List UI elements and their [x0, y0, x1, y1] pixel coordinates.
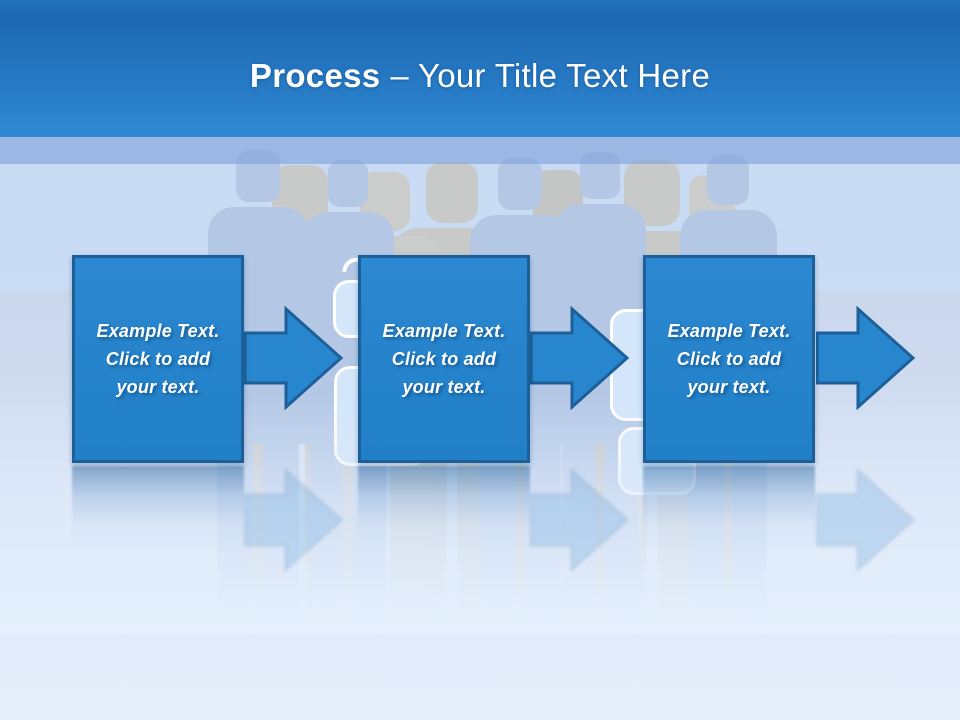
title-emphasis: Process — [249, 56, 381, 94]
step-3-line-3: your text. — [687, 377, 771, 397]
step-1-line-1: Example Text. — [96, 321, 220, 341]
step-2-text: Example Text. Click to add your text. — [383, 317, 506, 401]
page-title: Process– Your Title Text Here — [250, 57, 710, 95]
process-arrow-icon — [244, 306, 344, 410]
slide-header: Process– Your Title Text Here — [0, 0, 960, 137]
step-1-text: Example Text. Click to add your text. — [97, 317, 220, 401]
box-reflection — [643, 466, 815, 552]
box-reflection — [358, 466, 530, 552]
title-rest: – Your Title Text Here — [390, 56, 711, 94]
process-step-2[interactable]: Example Text. Click to add your text. — [358, 255, 530, 463]
step-3-line-2: Click to add — [676, 349, 782, 369]
step-2-line-1: Example Text. — [382, 321, 506, 341]
process-arrow-icon — [816, 306, 916, 410]
process-arrow-icon — [530, 306, 630, 410]
step-2-line-2: Click to add — [391, 349, 497, 369]
step-3-text: Example Text. Click to add your text. — [668, 317, 791, 401]
step-3-line-1: Example Text. — [667, 321, 791, 341]
translucent-blue-band — [0, 137, 960, 164]
arrow-reflection — [243, 467, 344, 573]
process-step-1[interactable]: Example Text. Click to add your text. — [72, 255, 244, 463]
arrow-reflection — [815, 467, 916, 573]
step-1-line-3: your text. — [116, 377, 200, 397]
arrow-reflection — [529, 467, 630, 573]
step-1-line-2: Click to add — [105, 349, 211, 369]
process-step-3[interactable]: Example Text. Click to add your text. — [643, 255, 815, 463]
step-2-line-3: your text. — [402, 377, 486, 397]
box-reflection — [72, 466, 244, 552]
